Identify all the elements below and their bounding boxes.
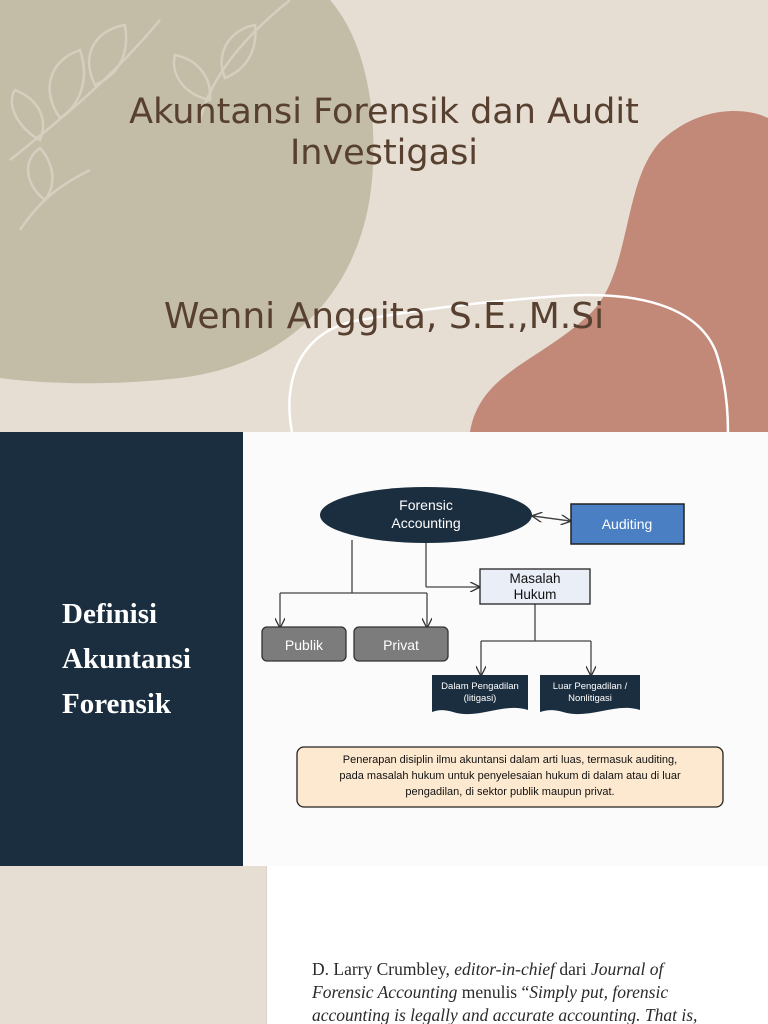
quote-italic: Journal of <box>590 959 664 979</box>
publik-node: Publik <box>261 626 347 662</box>
privat-label: Privat <box>383 637 419 653</box>
quote-italic: Forensic Accounting <box>312 982 458 1002</box>
quote-page <box>266 866 768 1024</box>
leaf-branch-icon <box>9 0 291 231</box>
luar-label-line2: Nonlitigasi <box>568 693 612 704</box>
quote-line-3: accounting is legally and accurate accou… <box>312 1004 752 1024</box>
definition-line1: Penerapan disiplin ilmu akuntansi dalam … <box>343 754 677 766</box>
quote-text: D. Larry Crumbley, <box>312 959 455 979</box>
auditing-node: Auditing <box>570 503 685 545</box>
definition-line2: pada masalah hukum untuk penyelesaian hu… <box>339 770 681 782</box>
quote-line-2: Forensic Accounting menulis “Simply put,… <box>312 981 752 1004</box>
author-name: Wenni Anggita, S.E.,M.Si <box>163 296 605 337</box>
crumbley-quote: D. Larry Crumbley, editor-in-chief dari … <box>312 958 752 1024</box>
decorative-background <box>0 0 768 432</box>
luar-label-line1: Luar Pengadilan / <box>553 681 628 692</box>
auditing-label: Auditing <box>602 516 653 532</box>
title-slide: Akuntansi Forensik dan Audit Investigasi… <box>0 0 768 432</box>
publik-label: Publik <box>285 637 324 653</box>
forensic-label-line1: Forensic <box>399 497 453 513</box>
privat-node: Privat <box>353 626 449 662</box>
masalah-hukum-node: Masalah Hukum <box>479 568 591 605</box>
quote-italic: Simply put, forensic <box>529 982 669 1002</box>
section-title-line: Akuntansi <box>62 643 191 675</box>
section-title-line: Forensik <box>62 688 172 720</box>
presentation-title: Akuntansi Forensik dan Audit Investigasi <box>129 92 639 173</box>
dalam-label-line2: (litigasi) <box>464 693 497 704</box>
definition-line3: pengadilan, di sektor publik maupun priv… <box>405 786 614 798</box>
definition-box: Penerapan disiplin ilmu akuntansi dalam … <box>296 746 724 808</box>
forensic-label-line2: Accounting <box>391 515 460 531</box>
masalah-label-line1: Masalah <box>509 571 560 586</box>
quote-italic: accounting is legally and accurate accou… <box>312 1005 698 1024</box>
sidebar-panel: Definisi Akuntansi Forensik <box>0 432 243 866</box>
masalah-label-line2: Hukum <box>514 587 557 602</box>
quote-slide: D. Larry Crumbley, editor-in-chief dari … <box>0 866 768 1024</box>
forensic-accounting-diagram: Forensic Accounting Auditing Masalah Huk… <box>261 487 724 808</box>
dalam-label-line1: Dalam Pengadilan <box>441 681 519 692</box>
definition-slide: Definisi Akuntansi Forensik <box>0 432 768 866</box>
forensic-accounting-node: Forensic Accounting <box>320 487 532 543</box>
quote-text: menulis “ <box>457 982 530 1002</box>
section-title: Definisi Akuntansi Forensik <box>62 592 191 727</box>
quote-line-1: D. Larry Crumbley, editor-in-chief dari … <box>312 958 752 981</box>
quote-italic: editor-in-chief <box>454 959 555 979</box>
section-title-line: Definisi <box>62 598 158 630</box>
luar-pengadilan-node: Luar Pengadilan / Nonlitigasi <box>540 675 640 715</box>
dalam-pengadilan-node: Dalam Pengadilan (litigasi) <box>432 675 528 715</box>
quote-text: dari <box>554 959 591 979</box>
